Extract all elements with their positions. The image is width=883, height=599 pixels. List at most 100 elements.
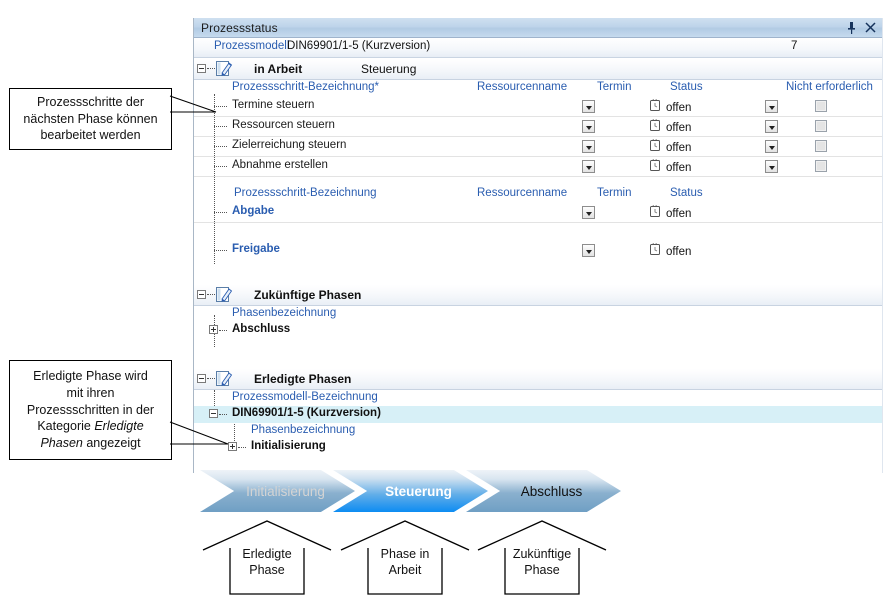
status-text: offen bbox=[666, 161, 692, 174]
phase-progress-bar: Initialisierung Steuerung Abschluss bbox=[200, 470, 621, 512]
status-text: offen bbox=[666, 121, 692, 134]
phase-label: Steuerung bbox=[385, 483, 452, 499]
annotation-text: Prozessschritte der nächsten Phase könne… bbox=[23, 94, 158, 143]
tree-item-initialisierung[interactable]: Initialisierung bbox=[194, 439, 882, 456]
status-cell: offen bbox=[649, 139, 691, 156]
table-row[interactable]: Ressourcen steuern offen bbox=[194, 117, 882, 137]
column-nicht-erforderlich: Nicht erforderlich bbox=[786, 81, 873, 93]
termin-dropdown[interactable] bbox=[582, 120, 595, 133]
tree-connector bbox=[219, 414, 227, 416]
close-icon[interactable] bbox=[865, 22, 876, 33]
phase-chevron-abschluss[interactable]: Abschluss bbox=[466, 470, 621, 512]
group-header-in-arbeit[interactable]: in Arbeit Steuerung bbox=[194, 58, 882, 80]
column-header-row-secondary: Prozessschritt-Bezeichnung Ressourcennam… bbox=[194, 186, 882, 203]
table-row[interactable]: Zielerreichung steuern offen bbox=[194, 137, 882, 157]
prozessstatus-window: Prozessstatus Prozessmodell DIN69901/1-5… bbox=[193, 18, 883, 473]
tree-item-label[interactable]: DIN69901/1-5 (Kurzversion) bbox=[232, 407, 381, 419]
tree-guide-line bbox=[214, 94, 215, 264]
column-status: Status bbox=[670, 81, 703, 93]
phase-chevron-steuerung[interactable]: Steuerung bbox=[333, 470, 488, 512]
tree-connector bbox=[207, 294, 215, 296]
collapse-toggle-erledigte[interactable] bbox=[197, 374, 206, 383]
column-status: Status bbox=[670, 187, 703, 199]
termin-dropdown[interactable] bbox=[582, 244, 595, 257]
collapse-toggle-zukuenftige[interactable] bbox=[197, 290, 206, 299]
column-label: Prozessmodell-Bezeichnung bbox=[232, 391, 378, 403]
house-outline bbox=[477, 520, 607, 595]
prozessmodell-row: Prozessmodell DIN69901/1-5 (Kurzversion)… bbox=[194, 38, 882, 58]
termin-dropdown[interactable] bbox=[582, 140, 595, 153]
nicht-erforderlich-checkbox[interactable] bbox=[815, 120, 827, 132]
tree-connector bbox=[207, 68, 215, 70]
tree-item-din69901[interactable]: DIN69901/1-5 (Kurzversion) bbox=[194, 406, 882, 423]
table-row[interactable]: Abgabe offen bbox=[194, 203, 882, 223]
row-label[interactable]: Abgabe bbox=[232, 205, 275, 217]
annotation-line-1: Erledigte Phase wird bbox=[33, 368, 148, 383]
nicht-erforderlich-checkbox[interactable] bbox=[815, 160, 827, 172]
house-outline bbox=[202, 520, 332, 595]
clock-icon bbox=[649, 119, 662, 136]
tree-connector bbox=[214, 126, 227, 128]
expand-toggle-abschluss[interactable] bbox=[209, 325, 218, 334]
column-ressourcenname: Ressourcenname bbox=[477, 187, 568, 199]
table-row[interactable]: Freigabe offen bbox=[194, 241, 882, 260]
column-termin: Termin bbox=[597, 81, 632, 93]
termin-dropdown[interactable] bbox=[582, 206, 595, 219]
window-title: Prozessstatus bbox=[201, 20, 278, 35]
clock-icon bbox=[649, 205, 662, 222]
row-label[interactable]: Zielerreichung steuern bbox=[232, 139, 347, 151]
row-label[interactable]: Abnahme erstellen bbox=[232, 159, 328, 171]
expand-toggle-initialisierung[interactable] bbox=[228, 442, 237, 451]
column-header-phasenbezeichnung: Phasenbezeichnung bbox=[194, 306, 882, 322]
status-cell: offen bbox=[649, 159, 691, 176]
prozessmodell-value: DIN69901/1-5 (Kurzversion) bbox=[287, 40, 431, 52]
tree-guide-line bbox=[234, 410, 235, 445]
row-label[interactable]: Ressourcen steuern bbox=[232, 119, 335, 131]
tree-item-label[interactable]: Abschluss bbox=[232, 323, 291, 335]
group-title-erledigte-phasen: Erledigte Phasen bbox=[254, 372, 352, 386]
collapse-toggle-din69901[interactable] bbox=[209, 409, 218, 418]
nicht-erforderlich-checkbox[interactable] bbox=[815, 140, 827, 152]
column-prozessschritt-bezeichnung: Prozessschritt-Bezeichnung* bbox=[232, 81, 380, 93]
group-header-zukuenftige-phasen[interactable]: Zukünftige Phasen bbox=[194, 284, 882, 306]
tree-item-abschluss[interactable]: Abschluss bbox=[194, 322, 882, 339]
nicht-erforderlich-checkbox[interactable] bbox=[815, 100, 827, 112]
annotation-box-erledigte-phase: Erledigte Phase wird mit ihren Prozesssc… bbox=[9, 360, 172, 460]
phase-label: Abschluss bbox=[520, 483, 583, 499]
row-highlight bbox=[194, 406, 882, 423]
document-pen-icon bbox=[216, 61, 233, 80]
annotation-leader-line bbox=[169, 421, 229, 445]
tree-connector bbox=[214, 250, 227, 252]
status-dropdown[interactable] bbox=[765, 100, 778, 113]
termin-dropdown[interactable] bbox=[582, 100, 595, 113]
table-row[interactable]: Abnahme erstellen offen bbox=[194, 157, 882, 177]
status-text: offen bbox=[666, 101, 692, 114]
status-cell: offen bbox=[649, 243, 691, 260]
group-header-erledigte-phasen[interactable]: Erledigte Phasen bbox=[194, 368, 882, 390]
status-dropdown[interactable] bbox=[765, 120, 778, 133]
phase-chevron-initialisierung[interactable]: Initialisierung bbox=[200, 470, 355, 512]
status-dropdown[interactable] bbox=[765, 140, 778, 153]
pin-icon[interactable] bbox=[847, 21, 856, 34]
document-pen-icon bbox=[216, 371, 233, 390]
collapse-toggle-in-arbeit[interactable] bbox=[197, 64, 206, 73]
group-title-zukuenftige-phasen: Zukünftige Phasen bbox=[254, 288, 362, 302]
group-title-in-arbeit: in Arbeit bbox=[254, 62, 303, 76]
annotation-line-5: Phasen angezeigt bbox=[40, 436, 141, 451]
table-row[interactable]: Termine steuern offen bbox=[194, 97, 882, 117]
status-cell: offen bbox=[649, 99, 691, 116]
tree-connector bbox=[238, 447, 246, 449]
prozessmodell-label: Prozessmodell bbox=[214, 40, 290, 52]
column-prozessschritt-bezeichnung: Prozessschritt-Bezeichnung bbox=[234, 187, 377, 199]
row-label[interactable]: Freigabe bbox=[232, 243, 280, 255]
row-label[interactable]: Termine steuern bbox=[232, 99, 315, 111]
termin-dropdown[interactable] bbox=[582, 160, 595, 173]
tree-item-label[interactable]: Initialisierung bbox=[251, 440, 326, 452]
status-dropdown[interactable] bbox=[765, 160, 778, 173]
prozessmodell-number: 7 bbox=[791, 40, 798, 52]
tree-connector bbox=[219, 330, 227, 332]
